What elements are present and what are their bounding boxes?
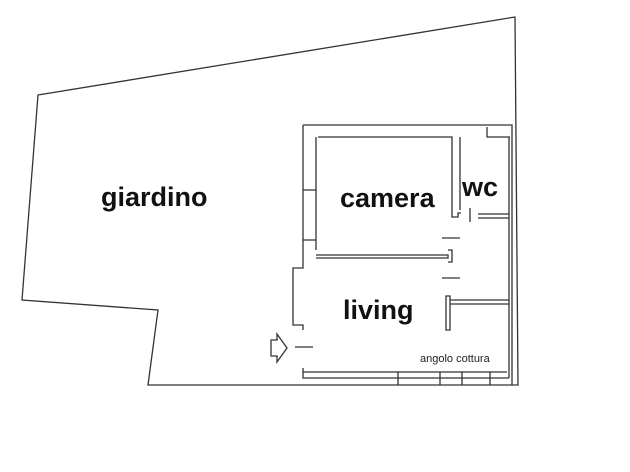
room-label-angolo-cottura: angolo cottura — [420, 353, 490, 365]
room-label-giardino: giardino — [101, 182, 208, 212]
room-label-living: living — [343, 295, 414, 325]
building-walls — [292, 124, 513, 385]
room-label-wc: wc — [462, 172, 499, 202]
entrance-arrow-icon — [270, 331, 288, 365]
room-label-camera: camera — [340, 183, 435, 213]
lot-boundary — [21, 16, 519, 386]
